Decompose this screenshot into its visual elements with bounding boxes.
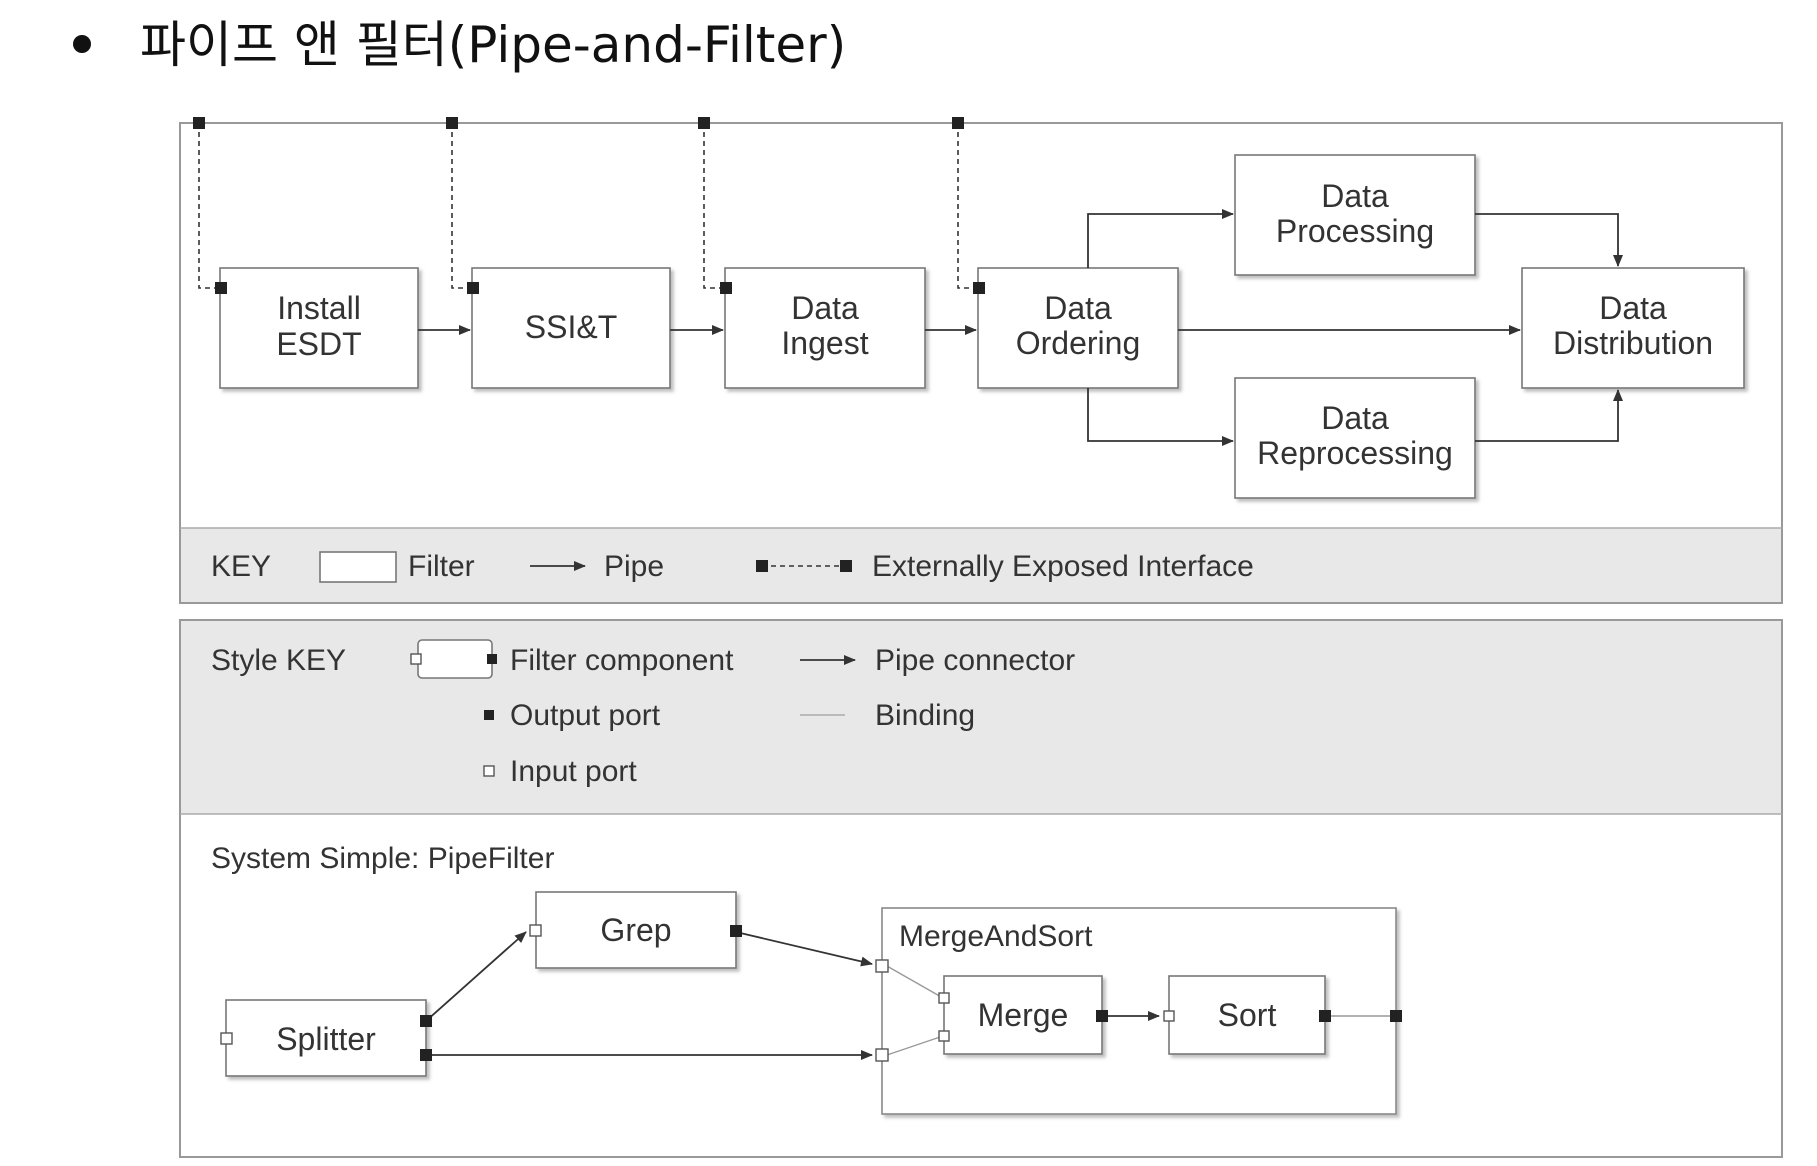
filter-label: Install bbox=[277, 290, 361, 326]
filter-label: Reprocessing bbox=[1257, 435, 1453, 471]
component-sort: Sort bbox=[1168, 975, 1326, 1055]
style-key-label: Style KEY bbox=[211, 644, 346, 677]
key-interface-label: Externally Exposed Interface bbox=[872, 550, 1254, 583]
output-port-icon bbox=[1390, 1010, 1402, 1022]
filter-label: Ingest bbox=[781, 325, 868, 361]
input-port-icon bbox=[938, 1030, 950, 1042]
exposed-interface-ports bbox=[193, 117, 964, 129]
output-port-icon bbox=[730, 925, 742, 937]
output-port-icon bbox=[420, 1015, 432, 1027]
input-port-icon bbox=[529, 924, 542, 937]
system-label: System Simple: PipeFilter bbox=[211, 842, 554, 875]
interface-port-icon bbox=[952, 117, 964, 129]
interface-port-icon bbox=[840, 560, 852, 572]
filter-data-processing: Data Processing bbox=[1234, 154, 1476, 276]
filter-label: SSI&T bbox=[525, 309, 617, 345]
input-port-icon bbox=[938, 992, 950, 1004]
filter-label: Processing bbox=[1276, 213, 1434, 249]
component-splitter: Splitter bbox=[225, 999, 427, 1077]
input-port-icon bbox=[483, 765, 495, 777]
exposed-interfaces bbox=[198, 123, 978, 289]
key-label: KEY bbox=[211, 550, 271, 583]
filter-label: Data bbox=[791, 290, 859, 326]
component-label: Grep bbox=[600, 912, 671, 948]
pipe-arrow bbox=[1087, 209, 1234, 268]
filter-data-ordering: Data Ordering bbox=[977, 267, 1179, 389]
input-port-icon bbox=[1163, 1010, 1175, 1022]
component-label: Sort bbox=[1218, 997, 1277, 1033]
interface-port-icon bbox=[467, 282, 479, 294]
filter-label: Distribution bbox=[1553, 325, 1713, 361]
input-port-icon bbox=[220, 1032, 233, 1045]
merge-and-sort-label: MergeAndSort bbox=[899, 920, 1093, 953]
component-label: Splitter bbox=[276, 1021, 376, 1057]
output-port-icon bbox=[1319, 1010, 1331, 1022]
output-port-icon bbox=[1096, 1010, 1108, 1022]
filter-install-esdt: Install ESDT bbox=[219, 267, 419, 389]
filter-label: Data bbox=[1321, 400, 1389, 436]
filter-label: ESDT bbox=[276, 326, 361, 362]
filter-data-ingest: Data Ingest bbox=[724, 267, 926, 389]
pipes bbox=[418, 209, 1623, 446]
pipe-arrow bbox=[1475, 389, 1623, 442]
input-port-icon bbox=[410, 653, 422, 665]
style-filter-component-label: Filter component bbox=[510, 644, 734, 677]
component-grep: Grep bbox=[535, 891, 737, 969]
interface-port-icon bbox=[973, 282, 985, 294]
style-input-port-label: Input port bbox=[510, 755, 637, 788]
key-band bbox=[181, 528, 1781, 602]
key-filter-swatch bbox=[319, 551, 397, 583]
binding-line bbox=[886, 965, 944, 999]
interface-port-icon bbox=[720, 282, 732, 294]
interface-port-icon bbox=[215, 282, 227, 294]
style-pipe-connector-label: Pipe connector bbox=[875, 644, 1075, 677]
filter-label: Data bbox=[1599, 290, 1667, 326]
input-port-icon bbox=[875, 1048, 889, 1062]
style-filter-swatch bbox=[417, 639, 493, 679]
page-title: 파이프 앤 필터(Pipe-and-Filter) bbox=[140, 16, 846, 74]
filter-data-reprocessing: Data Reprocessing bbox=[1234, 377, 1476, 499]
bindings bbox=[886, 965, 1392, 1056]
pipe-arrow bbox=[735, 931, 873, 967]
bullet-icon bbox=[73, 35, 91, 53]
key-filter-label: Filter bbox=[408, 550, 475, 583]
filter-data-distribution: Data Distribution bbox=[1521, 267, 1745, 389]
interface-port-icon bbox=[446, 117, 458, 129]
component-label: Merge bbox=[978, 997, 1069, 1033]
filter-label: Data bbox=[1321, 178, 1389, 214]
interface-port-icon bbox=[756, 560, 768, 572]
key-pipe-label: Pipe bbox=[604, 550, 664, 583]
filter-ssit: SSI&T bbox=[471, 267, 671, 389]
pipe-arrow bbox=[425, 931, 527, 1022]
filter-label: Data bbox=[1044, 290, 1112, 326]
output-port-icon bbox=[487, 654, 497, 664]
input-port-icon bbox=[875, 959, 889, 973]
binding-line bbox=[886, 1035, 944, 1056]
style-binding-label: Binding bbox=[875, 699, 975, 732]
interface-port-icon bbox=[193, 117, 205, 129]
filter-label: Ordering bbox=[1016, 325, 1141, 361]
style-output-port-label: Output port bbox=[510, 699, 661, 732]
pipe-arrow bbox=[1087, 388, 1234, 446]
output-port-icon bbox=[420, 1049, 432, 1061]
system-pipes bbox=[425, 931, 1160, 1060]
output-port-icon bbox=[484, 710, 494, 720]
interface-port-icon bbox=[698, 117, 710, 129]
pipe-arrow bbox=[1475, 213, 1623, 267]
component-merge: Merge bbox=[943, 975, 1103, 1055]
